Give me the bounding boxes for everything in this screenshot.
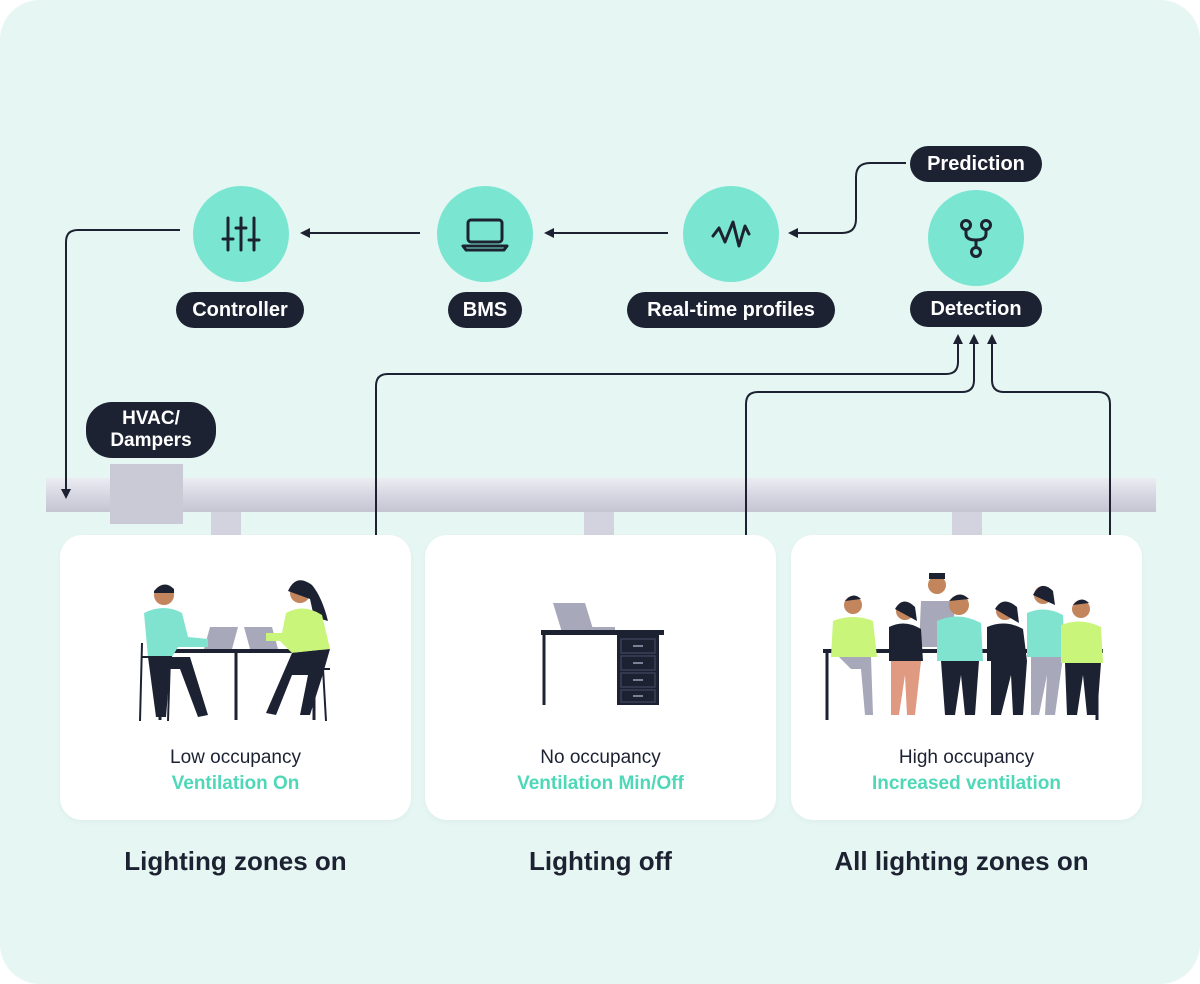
arrow-controller-to-hvac xyxy=(61,229,180,499)
lighting-caption: All lighting zones on xyxy=(834,846,1089,876)
zone-card-no: No occupancy Ventilation Min/Off xyxy=(425,535,776,820)
zone-ventilation: Ventilation Min/Off xyxy=(517,773,684,794)
bms-label: BMS xyxy=(448,292,522,328)
branch-icon xyxy=(960,219,992,258)
duct-connector xyxy=(584,512,614,536)
profiles-label: Real-time profiles xyxy=(627,292,835,328)
duct-connector xyxy=(211,512,241,536)
controller-node xyxy=(193,186,289,282)
zone-occupancy: No occupancy xyxy=(540,747,661,768)
zone-occupancy: High occupancy xyxy=(898,747,1035,768)
zone-occupancy: Low occupancy xyxy=(170,747,301,768)
arrow-prediction-to-profiles xyxy=(788,162,906,238)
lighting-caption: Lighting off xyxy=(529,846,672,876)
detection-label: Detection xyxy=(910,291,1042,327)
hvac-line-2: Dampers xyxy=(110,430,192,451)
detection-node xyxy=(928,190,1024,286)
hvac-dampers-label: HVAC/ Dampers xyxy=(86,402,216,458)
hvac-line-1: HVAC/ xyxy=(122,408,180,429)
bms-node xyxy=(437,186,533,282)
lighting-caption: Lighting zones on xyxy=(124,846,347,876)
two-people-desk-illustration xyxy=(139,580,330,722)
prediction-label: Prediction xyxy=(910,146,1042,182)
crowd-desk-illustration xyxy=(823,573,1103,720)
controller-label: Controller xyxy=(176,292,304,328)
zone-ventilation: Ventilation On xyxy=(171,773,300,794)
profiles-node xyxy=(683,186,779,282)
laptop-icon xyxy=(461,218,509,252)
zone-ventilation: Increased ventilation xyxy=(871,773,1061,794)
sliders-icon xyxy=(221,216,261,252)
damper-box xyxy=(110,464,183,524)
duct-connector xyxy=(952,512,982,536)
waveform-icon xyxy=(711,220,751,248)
feedback-low-zone xyxy=(375,334,963,574)
duct xyxy=(46,478,1156,512)
feedback-high-zone xyxy=(987,334,1111,574)
empty-desk-illustration xyxy=(541,603,664,705)
zone-card-high: High occupancy Increased ventilation xyxy=(791,535,1142,820)
feedback-no-zone xyxy=(745,334,979,584)
zone-card-low: Low occupancy Ventilation On xyxy=(60,535,411,820)
